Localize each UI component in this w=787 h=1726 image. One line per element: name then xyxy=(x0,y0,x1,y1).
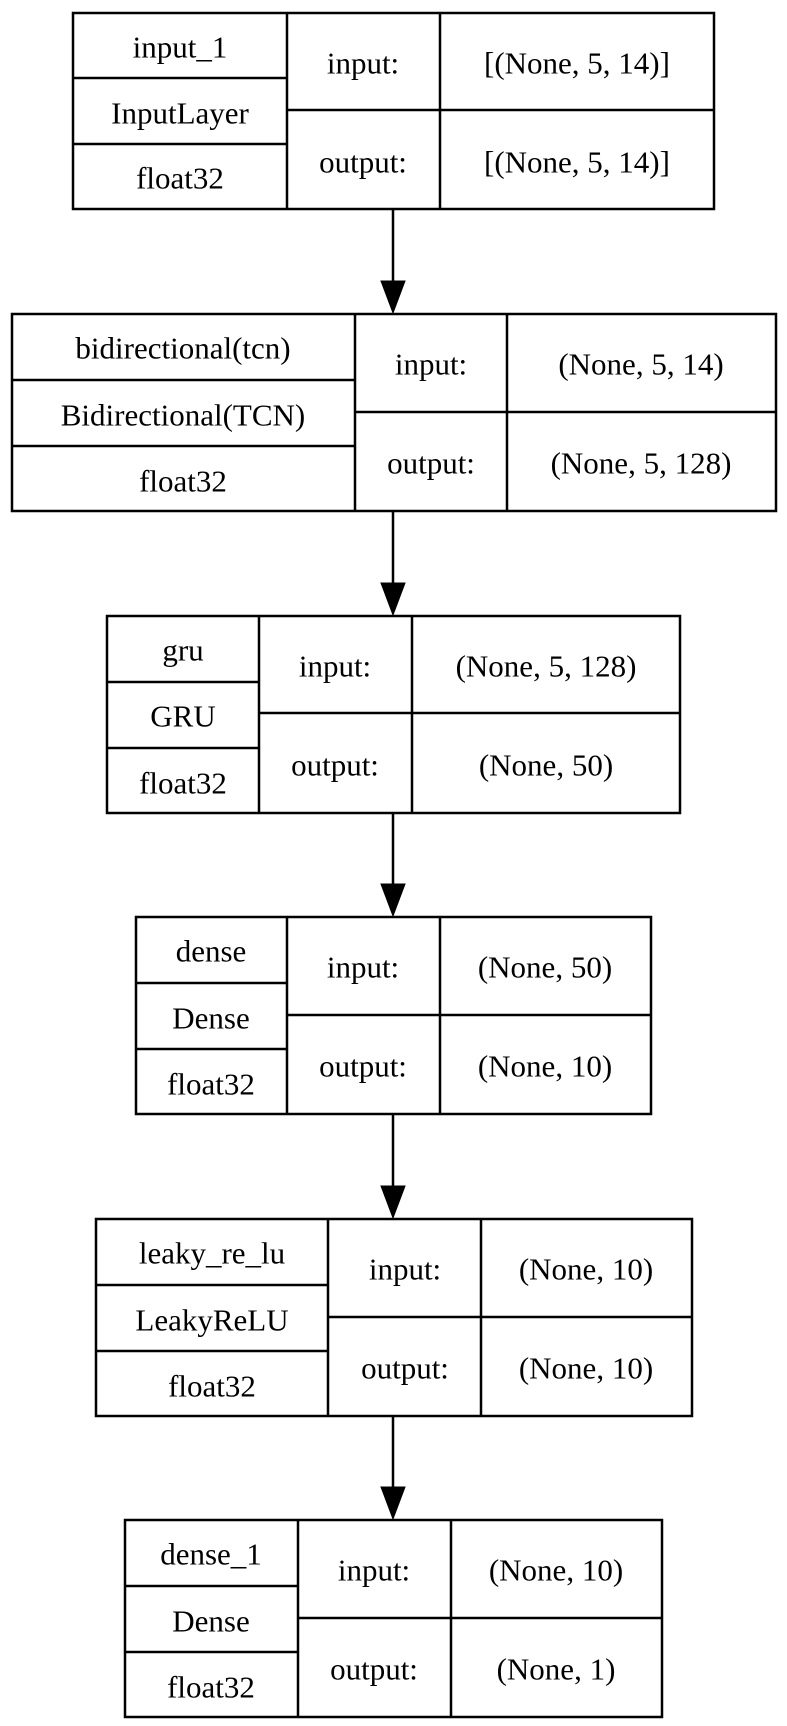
input-shape: [(None, 5, 14)] xyxy=(484,46,670,81)
arrow-head-icon xyxy=(380,1486,406,1521)
layer-name: leaky_re_lu xyxy=(139,1236,285,1271)
output-shape: [(None, 5, 14)] xyxy=(484,145,670,180)
layer-node-gru: gru GRU float32 input: output: (None, 5,… xyxy=(105,614,682,815)
layer-node-leaky-re-lu: leaky_re_lu LeakyReLU float32 input: out… xyxy=(94,1217,694,1418)
layer-node-input-1: input_1 InputLayer float32 input: output… xyxy=(71,11,716,211)
layer-name: dense_1 xyxy=(160,1537,262,1572)
output-label: output: xyxy=(291,748,379,783)
edge-arrow xyxy=(380,1416,406,1521)
output-label: output: xyxy=(387,446,475,481)
output-label: output: xyxy=(361,1351,449,1386)
layer-name: dense xyxy=(176,934,247,969)
input-shape: (None, 10) xyxy=(519,1252,653,1287)
output-shape: (None, 5, 128) xyxy=(551,446,732,481)
layer-dtype: float32 xyxy=(136,161,224,196)
input-shape: (None, 5, 128) xyxy=(456,649,637,684)
layer-type: InputLayer xyxy=(111,96,249,131)
input-label: input: xyxy=(327,950,399,985)
layer-dtype: float32 xyxy=(139,464,227,499)
edge-arrow xyxy=(380,209,406,315)
input-shape: (None, 5, 14) xyxy=(558,347,723,382)
input-shape: (None, 10) xyxy=(489,1553,623,1588)
output-label: output: xyxy=(319,145,407,180)
layer-node-bidirectional-tcn: bidirectional(tcn) Bidirectional(TCN) fl… xyxy=(10,312,778,513)
layer-box xyxy=(105,614,682,815)
layer-dtype: float32 xyxy=(167,1670,255,1705)
layer-dtype: float32 xyxy=(168,1369,256,1404)
arrow-head-icon xyxy=(380,883,406,918)
layer-name: gru xyxy=(162,633,203,668)
output-shape: (None, 50) xyxy=(479,748,613,783)
output-shape: (None, 10) xyxy=(478,1049,612,1084)
layer-name: bidirectional(tcn) xyxy=(75,331,290,366)
layer-type: Dense xyxy=(172,1604,249,1639)
input-label: input: xyxy=(395,347,467,382)
output-label: output: xyxy=(330,1652,418,1687)
layer-dtype: float32 xyxy=(167,1067,255,1102)
edge-arrow xyxy=(380,813,406,918)
edge-arrow xyxy=(380,511,406,617)
input-shape: (None, 50) xyxy=(478,950,612,985)
layer-dtype: float32 xyxy=(139,766,227,801)
output-shape: (None, 1) xyxy=(497,1652,616,1687)
output-label: output: xyxy=(319,1049,407,1084)
arrow-head-icon xyxy=(380,1185,406,1220)
arrow-head-icon xyxy=(380,280,406,315)
layer-type: Bidirectional(TCN) xyxy=(61,398,306,433)
layer-type: LeakyReLU xyxy=(135,1303,288,1338)
layer-type: Dense xyxy=(172,1001,249,1036)
layer-node-dense-1: dense_1 Dense float32 input: output: (No… xyxy=(123,1518,664,1719)
input-label: input: xyxy=(369,1252,441,1287)
output-shape: (None, 10) xyxy=(519,1351,653,1386)
input-label: input: xyxy=(327,46,399,81)
input-label: input: xyxy=(338,1553,410,1588)
layer-node-dense: dense Dense float32 input: output: (None… xyxy=(134,915,653,1116)
edge-arrow xyxy=(380,1114,406,1220)
layer-name: input_1 xyxy=(133,30,228,65)
layer-type: GRU xyxy=(150,699,215,734)
arrow-head-icon xyxy=(380,582,406,617)
input-label: input: xyxy=(299,649,371,684)
